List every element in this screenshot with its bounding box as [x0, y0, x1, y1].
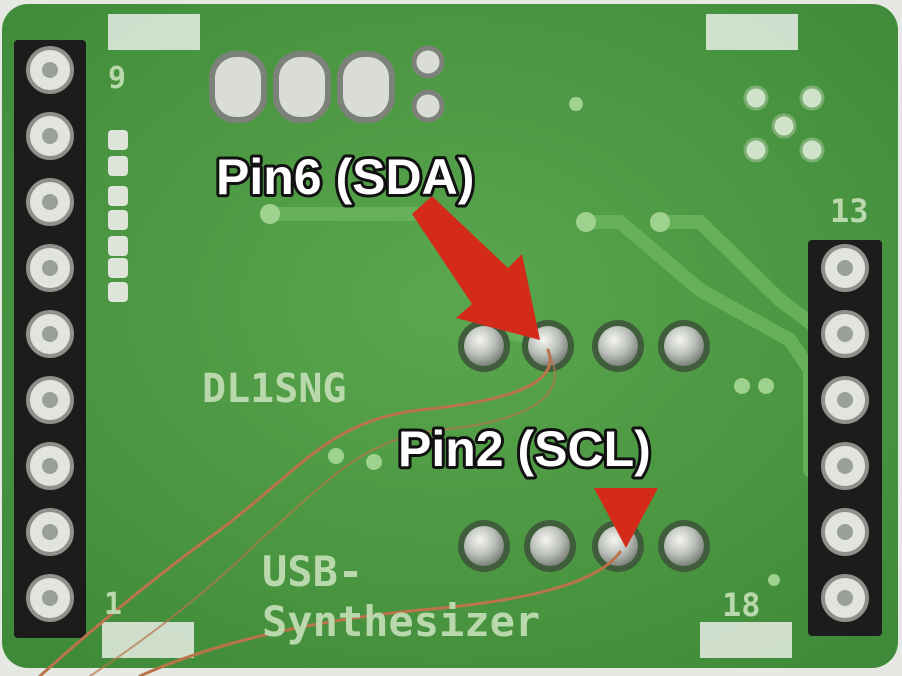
- silk-pin-13: 13: [830, 192, 869, 230]
- silk-product-line-2: Synthesizer: [262, 597, 540, 646]
- sda-arrow: [412, 196, 540, 340]
- right-header-pin: [821, 310, 869, 358]
- copper-wires: [38, 348, 622, 676]
- left-header-pin: [26, 508, 74, 556]
- silk-pin-1: 1: [104, 587, 122, 622]
- callout-sda: Pin6 (SDA): [216, 149, 474, 205]
- vias: [260, 97, 780, 586]
- right-header-pin: [821, 442, 869, 490]
- left-header-pin: [26, 442, 74, 490]
- smd-pads-left: [108, 130, 128, 302]
- left-header-pin: [26, 46, 74, 94]
- silk-pin-9: 9: [108, 61, 126, 96]
- right-header-pin: [821, 376, 869, 424]
- scl-arrow: [594, 488, 658, 548]
- left-header-pin: [26, 244, 74, 292]
- left-header-pin: [26, 376, 74, 424]
- right-header-pin: [821, 244, 869, 292]
- left-header-pin: [26, 574, 74, 622]
- edge-tabs: [102, 14, 798, 658]
- top-oval-pads: [209, 45, 445, 123]
- ic-pads-row-1: [458, 320, 710, 372]
- right-pin-header: [808, 240, 882, 636]
- silk-pin-18: 18: [722, 586, 761, 624]
- left-header-pin: [26, 310, 74, 358]
- silk-designer: DL1SNG: [202, 366, 347, 412]
- pcb-board: [2, 4, 898, 668]
- right-header-pin: [821, 508, 869, 556]
- callout-scl: Pin2 (SCL): [398, 421, 651, 477]
- right-header-pin: [821, 574, 869, 622]
- left-header-pin: [26, 178, 74, 226]
- left-header-pin: [26, 112, 74, 160]
- silk-product-line-1: USB-: [262, 547, 363, 596]
- left-pin-header: [14, 40, 86, 638]
- via-cluster: [743, 85, 825, 163]
